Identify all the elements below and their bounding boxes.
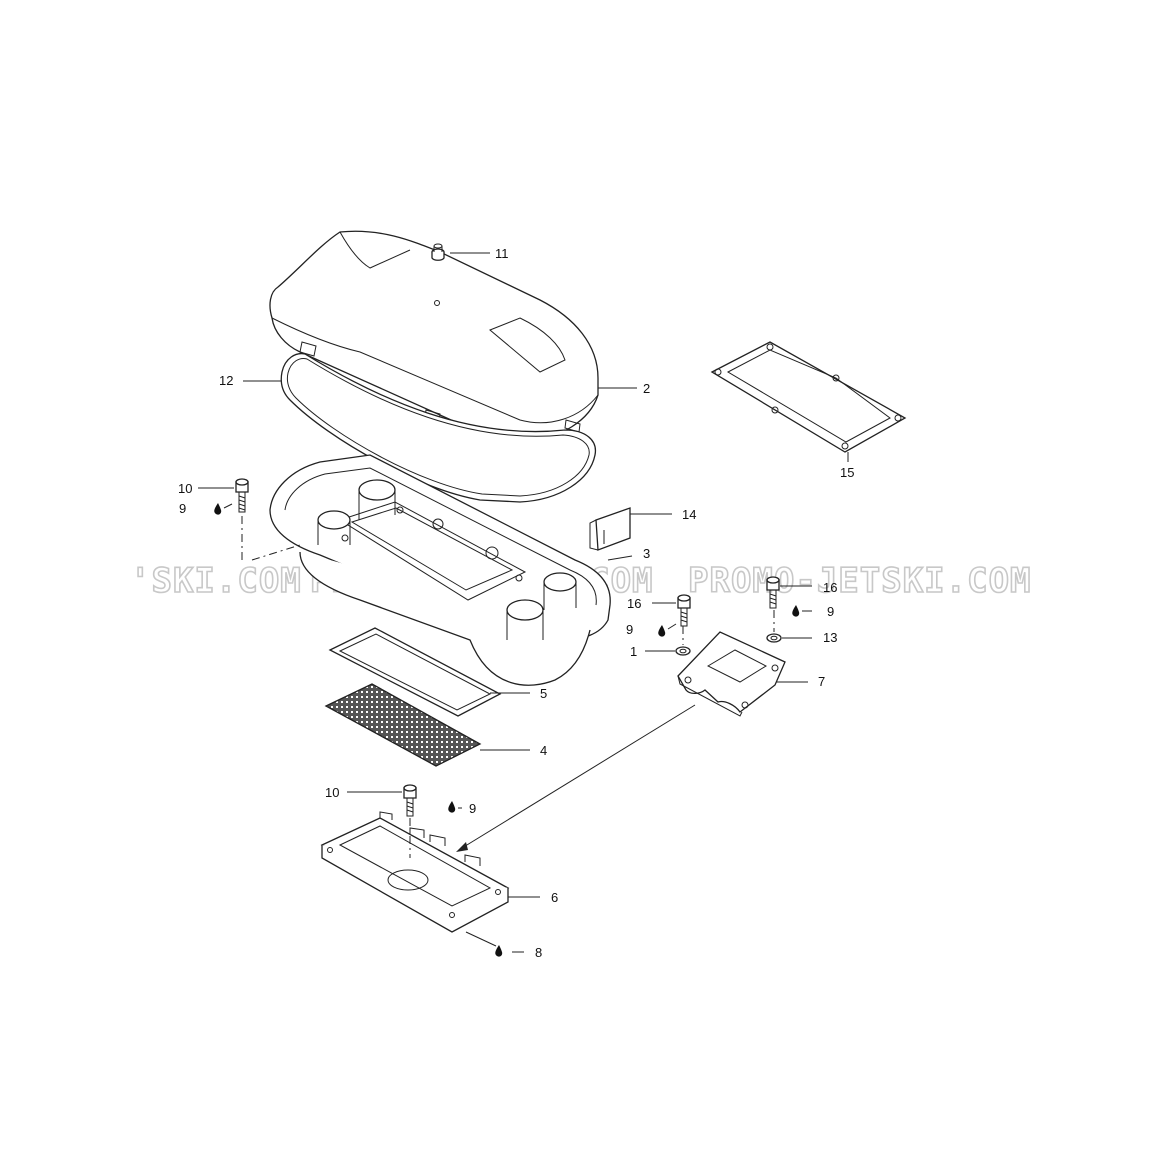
callout-label: 1 — [630, 644, 637, 659]
callout-label: 2 — [643, 381, 650, 396]
callout-label: 16 — [627, 596, 641, 611]
callout-label: 7 — [818, 674, 825, 689]
drop-icon — [658, 625, 666, 637]
drop-icon — [214, 503, 222, 515]
washer-13-drawing — [766, 633, 782, 643]
screw-16-left-drawing — [677, 594, 691, 627]
callout-label: 9 — [179, 501, 186, 516]
drop-icon — [448, 801, 456, 813]
callout-label: 10 — [325, 785, 339, 800]
flat-gasket-drawing — [710, 341, 907, 453]
callout-label: 5 — [540, 686, 547, 701]
support-plate-drawing — [677, 631, 786, 717]
callout-label: 10 — [178, 481, 192, 496]
drop-icon — [792, 605, 800, 617]
frame-gasket-drawing — [328, 627, 502, 717]
washer-1-drawing — [675, 646, 691, 656]
watermark-left: 'SKI.COM — [130, 561, 302, 601]
screw-10-top-drawing — [235, 478, 249, 513]
leader-lines — [198, 252, 849, 953]
adaptor-plate-drawing — [320, 811, 510, 933]
callout-label: 9 — [827, 604, 834, 619]
assembly-line — [251, 544, 301, 561]
drop-icon — [495, 945, 503, 957]
callout-label: 9 — [469, 801, 476, 816]
callout-label: 12 — [219, 373, 233, 388]
plug-drawing — [431, 243, 445, 261]
watermark-right: PROMO-JETSKI.COM — [688, 561, 1032, 601]
callout-label: 9 — [626, 622, 633, 637]
cover-gasket-drawing — [280, 352, 597, 503]
assembly-arrow — [456, 704, 696, 852]
callout-label: 16 — [823, 580, 837, 595]
callout-label: 8 — [535, 945, 542, 960]
callout-label: 6 — [551, 890, 558, 905]
callout-label: 15 — [840, 465, 854, 480]
screw-10-bottom-drawing — [403, 784, 417, 817]
flame-arrester-drawing — [324, 683, 482, 767]
callout-label: 13 — [823, 630, 837, 645]
callout-label: 3 — [643, 546, 650, 561]
screw-16-right-drawing — [766, 576, 780, 609]
callout-label: 14 — [682, 507, 696, 522]
clip-drawing — [589, 507, 631, 551]
silencer-base-drawing — [269, 454, 611, 686]
callout-label: 11 — [495, 246, 509, 261]
callout-label: 4 — [540, 743, 547, 758]
